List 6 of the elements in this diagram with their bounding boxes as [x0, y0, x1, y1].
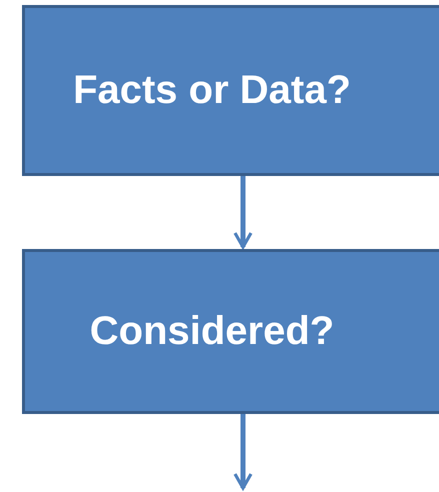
arrow — [233, 176, 253, 249]
process-box — [22, 5, 439, 176]
process-box — [22, 249, 439, 414]
box-label: Considered? — [90, 309, 334, 354]
arrow — [233, 414, 253, 490]
box-label: Facts or Data? — [73, 68, 351, 113]
